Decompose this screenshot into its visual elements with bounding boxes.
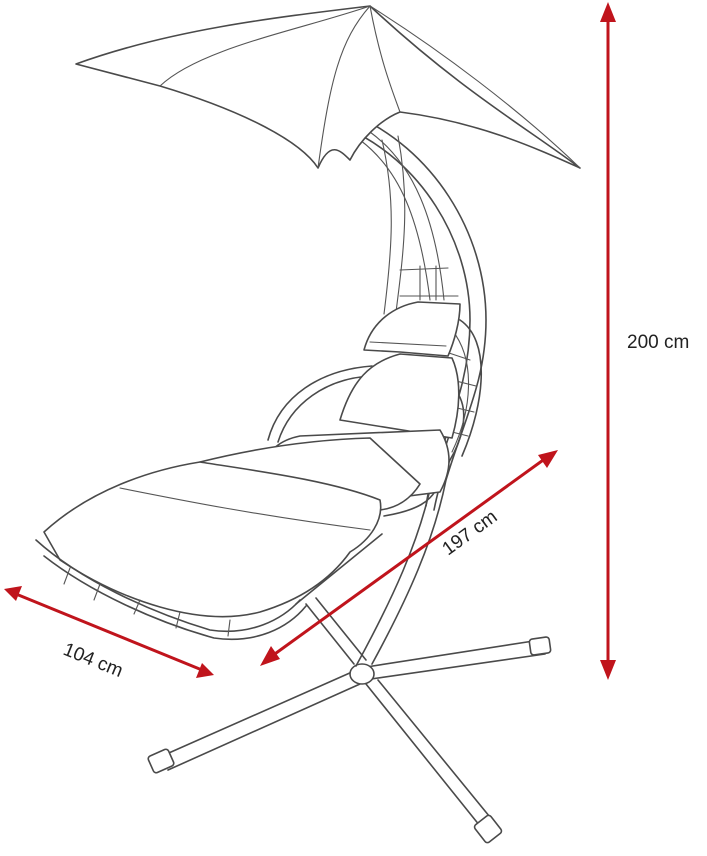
lounger-cushion (35, 301, 461, 640)
height-label: 200 cm (627, 332, 689, 353)
height-dimension: 200 cm (600, 2, 689, 680)
stand-base (147, 597, 552, 844)
width-label: 104 cm (60, 639, 126, 682)
canopy-umbrella (75, 5, 581, 169)
